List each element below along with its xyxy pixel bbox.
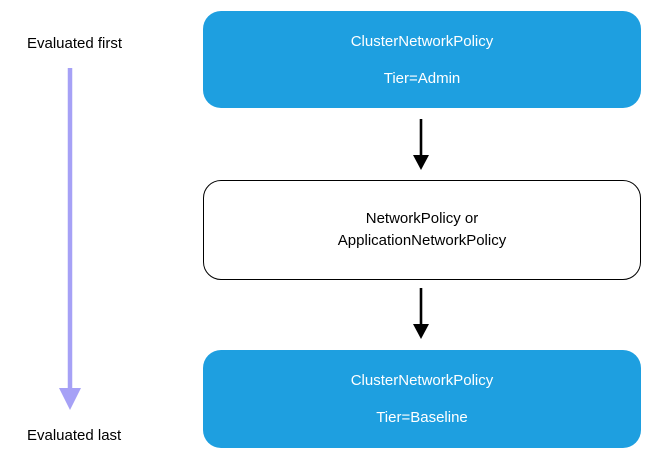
node-title: ClusterNetworkPolicy xyxy=(350,372,494,389)
node-network-policy-or-application-network-policy: NetworkPolicy or ApplicationNetworkPolic… xyxy=(203,180,641,280)
node-tier-label: Tier=Admin xyxy=(383,69,461,87)
evaluated-first-label: Evaluated first xyxy=(27,35,123,52)
node-title-line2: ApplicationNetworkPolicy xyxy=(337,232,507,249)
flow-arrowhead-icon xyxy=(413,324,429,339)
node-tier-label: Tier=Baseline xyxy=(376,409,468,426)
flow-arrowhead-icon xyxy=(413,155,429,170)
evaluation-order-arrowhead-icon xyxy=(59,388,81,410)
node-cluster-network-policy-baseline: ClusterNetworkPolicy Tier=Baseline xyxy=(203,350,641,448)
evaluated-last-label: Evaluated last xyxy=(27,427,122,444)
flow-arrow-top-to-middle xyxy=(413,119,429,170)
evaluation-order-arrow xyxy=(59,68,81,410)
node-cluster-network-policy-admin: ClusterNetworkPolicy Tier=Admin xyxy=(203,11,641,108)
node-title-line1: NetworkPolicy or xyxy=(365,210,479,227)
node-title: ClusterNetworkPolicy xyxy=(350,32,494,50)
flow-arrow-middle-to-bottom xyxy=(413,288,429,339)
